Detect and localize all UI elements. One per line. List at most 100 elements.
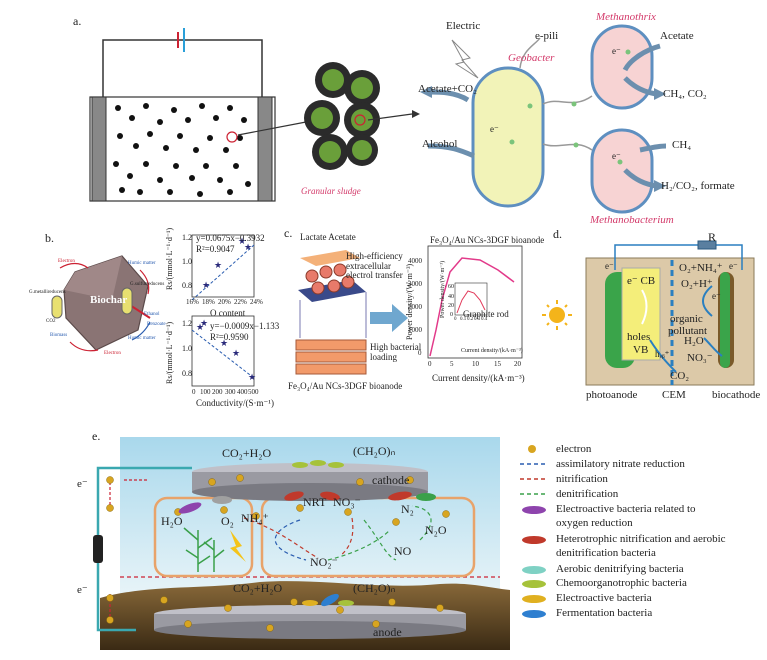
panel-e-label: e. bbox=[92, 429, 101, 443]
e-nh4-label: NH₄⁺ bbox=[241, 511, 269, 525]
inset-ytick-3: 0 bbox=[450, 312, 453, 318]
alcohol-label: Alcohol bbox=[422, 138, 458, 150]
legend-item-chemoorgano: Chemoorganotrophic bacteria bbox=[556, 577, 687, 589]
top-xtick-1: 18% bbox=[202, 298, 215, 306]
organic-label: organic bbox=[670, 313, 703, 325]
geobacter-label: Geobacter bbox=[508, 52, 555, 64]
legend-item-heterotrophic-1: Heterotrophic nitrification and aerobic bbox=[556, 533, 726, 545]
ch4-co2-label: CH₄, CO₂ bbox=[663, 88, 707, 100]
legend-item-fermentation: Fermentation bacteria bbox=[556, 607, 653, 619]
high-bacterial: High bacterial bbox=[370, 342, 422, 352]
legend-item-electroactive: Electroactive bacteria bbox=[556, 592, 652, 604]
e-n2o-label: N₂O bbox=[425, 523, 447, 537]
methanobacterium-label: Methanobacterium bbox=[590, 214, 674, 226]
photoanode-label: photoanode bbox=[586, 389, 638, 401]
species-humic-1: Humic matter bbox=[128, 261, 156, 266]
cb-label: e⁻ CB bbox=[627, 275, 656, 287]
panel-c-label: c. bbox=[284, 226, 293, 240]
e-o2-label: O₂ bbox=[221, 514, 234, 528]
resistor-label: R bbox=[708, 230, 717, 244]
bot-ytick-2: 0.8 bbox=[182, 369, 192, 378]
species-co2: CO2 bbox=[46, 319, 56, 324]
c-ytick-4: 0 bbox=[418, 349, 422, 357]
c-xlabel: Current density/(kA·m⁻³) bbox=[432, 373, 525, 383]
top-xtick-4: 24% bbox=[250, 298, 263, 306]
d-co2-label: CO₂ bbox=[670, 370, 690, 382]
species-ethanol: Ethanol bbox=[144, 312, 160, 317]
e-electron-lower: e⁻ bbox=[77, 584, 88, 596]
bot-ytick-0: 1.2 bbox=[182, 319, 192, 328]
d-no3-label: NO₃⁻ bbox=[687, 352, 713, 364]
c-ytick-0: 4000 bbox=[408, 257, 422, 265]
e-electron-upper: e⁻ bbox=[77, 478, 88, 490]
hvb-label: hᵥᵦ⁺ bbox=[655, 349, 670, 359]
inset-label: Graphite rod bbox=[463, 309, 509, 319]
o2h-label: O₂+H⁺ bbox=[681, 278, 713, 290]
species-gsulf: G.sulfurreducens bbox=[130, 282, 165, 287]
biochar-label: Biochar bbox=[90, 294, 128, 306]
top-ytick-0: 1.2 bbox=[182, 233, 192, 242]
e-h2o-label: H₂O bbox=[161, 514, 183, 528]
bot-xtick-2: 200 bbox=[212, 388, 223, 396]
species-humic-2: Humic matter bbox=[128, 336, 156, 341]
extracellular: extracellular bbox=[346, 261, 391, 271]
inset-ytick-0: 60 bbox=[448, 284, 454, 290]
top-ytick-2: 0.8 bbox=[182, 281, 192, 290]
legend-markers bbox=[520, 445, 548, 618]
scatter-point: ★ bbox=[214, 260, 222, 270]
legend-item-electroactive-o2-2: oxygen reduction bbox=[556, 517, 633, 529]
anode-label: anode bbox=[373, 625, 402, 639]
species-electron-1: Electron bbox=[58, 259, 75, 264]
granular-sludge-cluster bbox=[304, 62, 380, 170]
lactate-acetate: Lactate Acetate bbox=[300, 232, 356, 242]
legend-item-denitrification: denitrification bbox=[556, 488, 619, 500]
species-electron-2: Electron bbox=[104, 351, 121, 356]
scatter-point: ★ bbox=[202, 280, 210, 290]
top-xlabel: O content bbox=[210, 308, 246, 318]
bot-r2: R²=0.9590 bbox=[210, 332, 249, 342]
bot-xtick-4: 400 bbox=[237, 388, 248, 396]
methanobacterium-electron: e⁻ bbox=[612, 151, 621, 161]
c-xtick-4: 20 bbox=[514, 360, 521, 368]
sludge-granules bbox=[113, 103, 251, 197]
holes-label: holes bbox=[627, 331, 651, 343]
d-e-right: e⁻ bbox=[729, 261, 738, 271]
inset-xtick-3: 0.3 bbox=[474, 317, 481, 322]
granular-sludge-label: Granular sludge bbox=[301, 186, 361, 196]
inset-ytick-2: 20 bbox=[448, 303, 454, 309]
species-benzoate: Benzoate bbox=[147, 322, 166, 327]
e-no2-label: NO₂⁻ bbox=[310, 555, 338, 569]
bot-ytick-1: 1.0 bbox=[182, 344, 192, 353]
legend-item-electron: electron bbox=[556, 443, 592, 455]
panel-d-label: d. bbox=[553, 227, 562, 241]
inset-xtick-2: 0.2 bbox=[467, 317, 474, 322]
e-ch2o-top: (CH₂O)ₙ bbox=[353, 444, 396, 458]
legend-item-heterotrophic-2: denitrification bacteria bbox=[556, 547, 656, 559]
e-no-label: NO bbox=[394, 544, 412, 558]
bot-xtick-3: 300 bbox=[225, 388, 236, 396]
top-eq: y=0.0675x−0.3932 bbox=[196, 233, 265, 243]
c-xtick-2: 10 bbox=[472, 360, 479, 368]
e-nrt-label: NRT bbox=[303, 495, 327, 509]
legend-item-assimilatory: assimilatory nitrate reduction bbox=[556, 458, 685, 470]
e-n2-label: N₂ bbox=[401, 502, 414, 516]
bioanode-left: Fe₃O₄/Au NCs-3DGF bioanode bbox=[288, 381, 403, 391]
top-ytick-1: 1.0 bbox=[182, 257, 192, 266]
cathode-label: cathode bbox=[372, 473, 410, 487]
top-xtick-2: 20% bbox=[218, 298, 231, 306]
e-no3-label: NO₃⁻ bbox=[333, 495, 361, 509]
acetate-co2-label: Acetate+CO₂ bbox=[418, 83, 477, 95]
species-biomass: Biomass bbox=[50, 333, 68, 338]
pollutant-label: pollutant bbox=[668, 325, 708, 337]
legend-item-aerobic: Aerobic denitrifying bacteria bbox=[556, 563, 684, 575]
methanothrix-label: Methanothrix bbox=[596, 11, 656, 23]
legend-item-electroactive-o2-1: Electroactive bacteria related to bbox=[556, 503, 696, 515]
bot-eq: y=−0.0009x−1.133 bbox=[210, 321, 280, 331]
d-e-cathode: e⁻ bbox=[712, 291, 721, 301]
c-xtick-0: 0 bbox=[428, 360, 432, 368]
bot-xtick-0: 0 bbox=[192, 388, 196, 396]
e-co2-h2o-top: CO₂+H₂O bbox=[222, 446, 272, 460]
e-pili-label: e-pili bbox=[535, 30, 559, 42]
